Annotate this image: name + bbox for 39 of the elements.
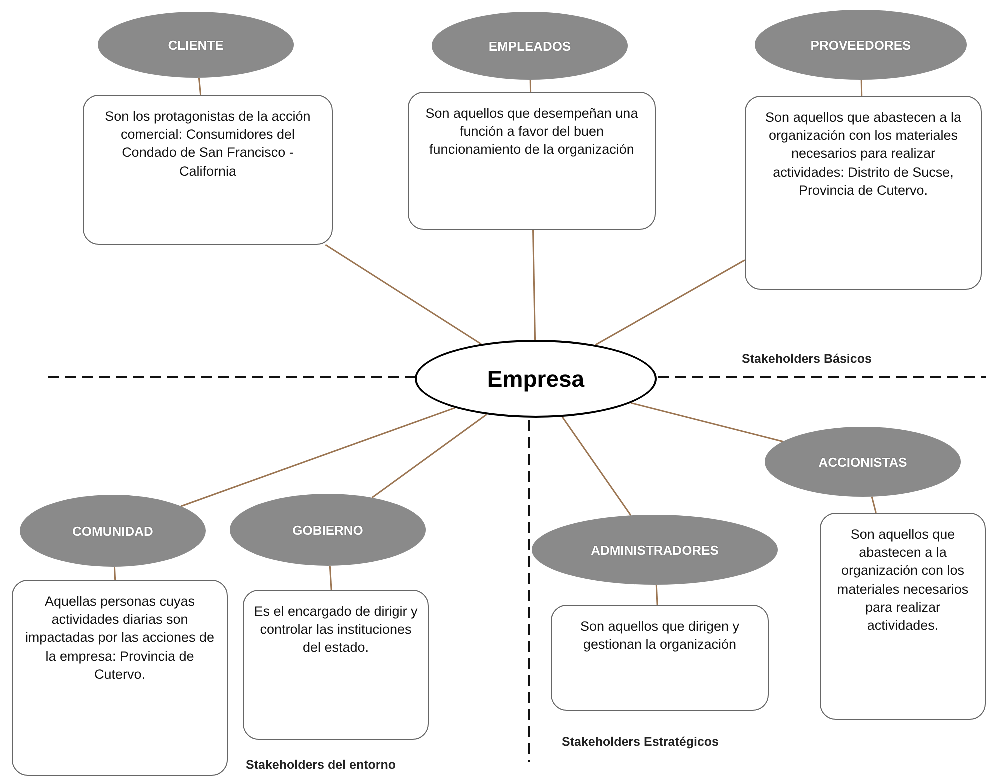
description-box xyxy=(551,605,769,711)
ellipse-label: CLIENTE xyxy=(168,38,224,52)
description-text: Son aquellos que abastecen a la organización con los materiales necesarios para realizar actividades. xyxy=(836,526,970,636)
ellipse-label: EMPLEADOS xyxy=(488,38,572,54)
center-label: Empresa xyxy=(487,366,585,392)
section-label: Stakeholders Estratégicos xyxy=(562,735,720,749)
description-text: Aquellas personas cuyas actividades diarias son impactadas por las acciones de la empresa: Provincia de Cutervo. xyxy=(24,593,216,684)
connector-line xyxy=(372,414,488,498)
description-box xyxy=(243,590,429,740)
ellipse-label: GOBIERNO xyxy=(292,522,364,538)
connector-line xyxy=(871,496,877,514)
connector-line xyxy=(114,566,116,580)
connector-line xyxy=(532,230,536,340)
connector-line xyxy=(595,260,746,346)
description-box xyxy=(408,92,656,230)
description-text: Son aquellos que dirigen y gestionan la organización xyxy=(579,618,741,654)
description-text: Son aquellos que desempeñan una función a favor del buen funcionamiento de la organización xyxy=(424,105,640,160)
ellipse-label: ACCIONISTAS xyxy=(818,454,908,470)
ellipse-label: PROVEEDORES xyxy=(810,38,912,52)
description-text: Son los protagonistas de la acción comercial: Consumidores del Condado de San Francisco - California xyxy=(104,108,312,181)
section-label: Stakeholders del entorno xyxy=(246,758,396,772)
description-box xyxy=(745,96,982,290)
connector-line xyxy=(562,416,632,516)
connector-line xyxy=(656,584,658,606)
ellipse-label: ADMINISTRADORES xyxy=(591,542,719,558)
connector-line xyxy=(530,80,532,92)
connector-line xyxy=(180,407,456,508)
connector-line xyxy=(860,80,863,96)
connector-line xyxy=(329,566,332,590)
connector-line xyxy=(630,402,784,442)
connector-line xyxy=(198,78,202,96)
description-box xyxy=(12,580,228,776)
section-label: Stakeholders Básicos xyxy=(742,352,872,366)
description-box xyxy=(820,513,986,720)
description-text: Es el encargado de dirigir y controlar las instituciones del estado. xyxy=(253,603,419,658)
ellipse-label: COMUNIDAD xyxy=(72,524,154,538)
connector-line xyxy=(325,244,482,345)
description-text: Son aquellos que abastecen a la organización con los materiales necesarios para realizar actividades: Distrito de Sucse, Provincia de Cutervo. xyxy=(764,109,962,200)
description-box xyxy=(83,95,333,245)
